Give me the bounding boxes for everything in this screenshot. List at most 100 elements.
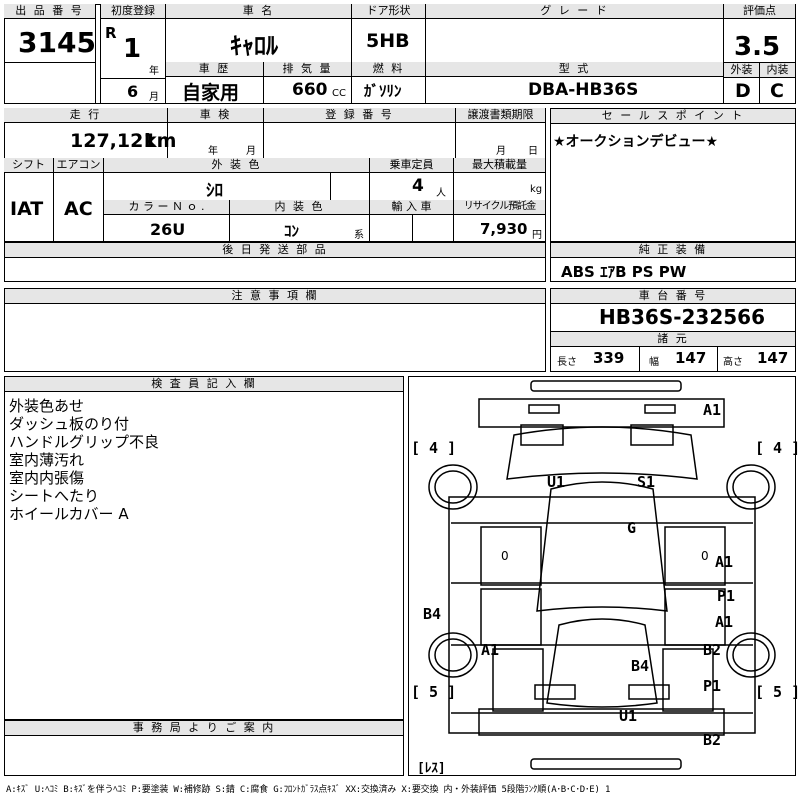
height: 147 — [757, 349, 789, 367]
capacity-unit: 人 — [436, 188, 446, 199]
office-label: 事 務 局 よ り ご 案 内 — [5, 721, 403, 736]
mark-p1-right: P1 — [717, 587, 736, 605]
mileage: 127,121 — [70, 130, 157, 152]
sales-point-label: セ ー ル ス ポ イ ン ト — [551, 109, 795, 124]
int-color: ｺﾝ — [284, 222, 300, 240]
sales-point-box: セ ー ル ス ポ イ ン ト ★オークションデビュー★ — [550, 108, 796, 242]
tire-br: [ 5 ] — [755, 683, 800, 701]
color-no: 26U — [150, 220, 186, 239]
tire-tr: [ 4 ] — [755, 439, 800, 457]
notes-label: 注 意 事 項 欄 — [5, 289, 545, 304]
ac: AC — [64, 198, 93, 220]
capacity-label: 乗車定員 — [370, 158, 453, 173]
load-cell: 最大積載量 kg — [454, 158, 546, 200]
model-cell: 型 式 DBA-HB36S — [426, 62, 724, 104]
chassis-box: 車 台 番 号 HB36S-232566 諸 元 長さ 339 幅 147 高さ… — [550, 288, 796, 372]
later-parts-label: 後 日 発 送 部 品 — [5, 243, 545, 258]
tire-tl: [ 4 ] — [411, 439, 457, 457]
car-name-label: 車 名 — [166, 4, 351, 19]
reg-month: 6 — [127, 82, 139, 101]
mark-a1-left: A1 — [481, 641, 500, 659]
shift-cell: シフト IAT — [4, 158, 54, 242]
mark-a1-top: A1 — [703, 401, 722, 419]
inspector-line: 外装色あせ — [9, 397, 85, 415]
ac-label: エアコン — [54, 158, 103, 173]
exterior-grade: D — [735, 80, 751, 102]
svg-text:0: 0 — [501, 549, 509, 563]
door-cell: ドア形状 5HB — [352, 4, 426, 62]
inspector-box: 検 査 員 記 入 欄 外装色あせ ダッシュ板のり付 ハンドルグリップ不良 室内… — [4, 376, 404, 720]
car-name: ｷｬﾛﾙ — [230, 32, 278, 60]
lot-number: 3145 — [18, 26, 96, 59]
transfer-cell: 譲渡書類期限 月 日 — [456, 108, 546, 158]
notes-box: 注 意 事 項 欄 — [4, 288, 546, 372]
recycle-label: リサイクル預託金 — [454, 200, 545, 215]
door-label: ドア形状 — [352, 4, 425, 19]
mark-a1-right2: A1 — [715, 613, 734, 631]
inspector-line: ダッシュ板のり付 — [9, 415, 130, 433]
width: 147 — [675, 349, 707, 367]
model-label: 型 式 — [426, 62, 723, 77]
mark-s1: S1 — [637, 473, 656, 491]
fuel-label: 燃 料 — [352, 62, 425, 77]
insp-year-unit: 年 — [208, 146, 218, 157]
first-reg-cell: 初度登録 R 1 年 6 月 — [100, 4, 166, 104]
color-label: 外 装 色 — [104, 158, 369, 173]
legend: A:ｷｽﾞ U:ﾍｺﾐ B:ｷｽﾞを伴うﾍｺﾐ P:要塗装 W:補修跡 S:錆 … — [6, 785, 611, 795]
equipment: ABS ｴｱB PS PW — [561, 263, 687, 281]
interior-label: 内装 — [760, 63, 795, 78]
grade-label: グ レ ー ド — [426, 4, 723, 19]
insp-month-unit: 月 — [246, 146, 256, 157]
score-label: 評価点 — [724, 4, 795, 19]
car-outline: 0 0 — [428, 380, 776, 770]
mark-b2-right: B2 — [703, 641, 722, 659]
shift: IAT — [10, 198, 44, 220]
ac-cell: エアコン AC — [54, 158, 104, 242]
length-label: 長さ — [557, 357, 577, 368]
inspector-line: シートへたり — [9, 487, 100, 505]
width-label: 幅 — [649, 357, 659, 368]
score-cell: 評価点 3.5 外装 内装 D C — [724, 4, 796, 104]
chassis-label: 車 台 番 号 — [551, 289, 795, 304]
inspection-label: 車 検 — [168, 108, 263, 123]
color-no-cell: カ ラ ー Ｎ ｏ . 26U — [104, 200, 230, 242]
inspector-line: ハンドルグリップ不良 — [9, 433, 160, 451]
svg-text:0: 0 — [701, 549, 709, 563]
transfer-month-unit: 月 — [496, 146, 506, 157]
lot-label: 出 品 番 号 — [4, 4, 95, 19]
inspector-line: 室内内張傷 — [9, 469, 85, 487]
recycle: 7,930 — [480, 220, 528, 238]
inspector-line: 室内薄汚れ — [9, 451, 85, 469]
color-no-label: カ ラ ー Ｎ ｏ . — [104, 200, 229, 215]
mark-p1-right2: P1 — [703, 677, 722, 695]
shift-label: シフト — [4, 158, 53, 173]
color: ｼﾛ — [206, 181, 223, 201]
color-cell: 外 装 色 ｼﾛ — [104, 158, 370, 201]
history: 自家用 — [182, 82, 240, 104]
import-label: 輸 入 車 — [370, 200, 453, 215]
equipment-box: 純 正 装 備 ABS ｴｱB PS PW — [550, 242, 796, 282]
tire-bl: [ 5 ] — [411, 683, 457, 701]
int-color-cell: 内 装 色 ｺﾝ 系 — [230, 200, 370, 242]
transfer-day-unit: 日 — [528, 146, 538, 157]
reg-year: 1 — [123, 34, 142, 64]
displacement: 660 — [292, 80, 328, 100]
first-reg-label: 初度登録 — [101, 4, 165, 19]
fuel-cell: 燃 料 ｶﾞｿﾘﾝ — [352, 62, 426, 104]
transfer-label: 譲渡書類期限 — [456, 108, 545, 123]
mark-g: G — [627, 519, 637, 537]
later-parts-box: 後 日 発 送 部 品 — [4, 242, 546, 282]
lot-cell: 出 品 番 号 3145 — [4, 4, 96, 104]
mark-u1: U1 — [547, 473, 566, 491]
mileage-label: 走 行 — [4, 108, 167, 123]
year-unit: 年 — [149, 66, 159, 77]
spare-tire: [ﾚｽ] — [417, 761, 446, 776]
mark-a1-right1: A1 — [715, 553, 734, 571]
mileage-cell: 走 行 127,121 km — [4, 108, 176, 158]
history-label: 車 歴 — [166, 62, 263, 77]
inspection-cell: 車 検 年 月 — [168, 108, 264, 158]
displacement-unit: CC — [332, 88, 346, 99]
exterior-label: 外装 — [724, 63, 760, 78]
history-cell: 車 歴 自家用 — [166, 62, 264, 104]
recycle-cell: リサイクル預託金 7,930 円 — [454, 200, 546, 242]
